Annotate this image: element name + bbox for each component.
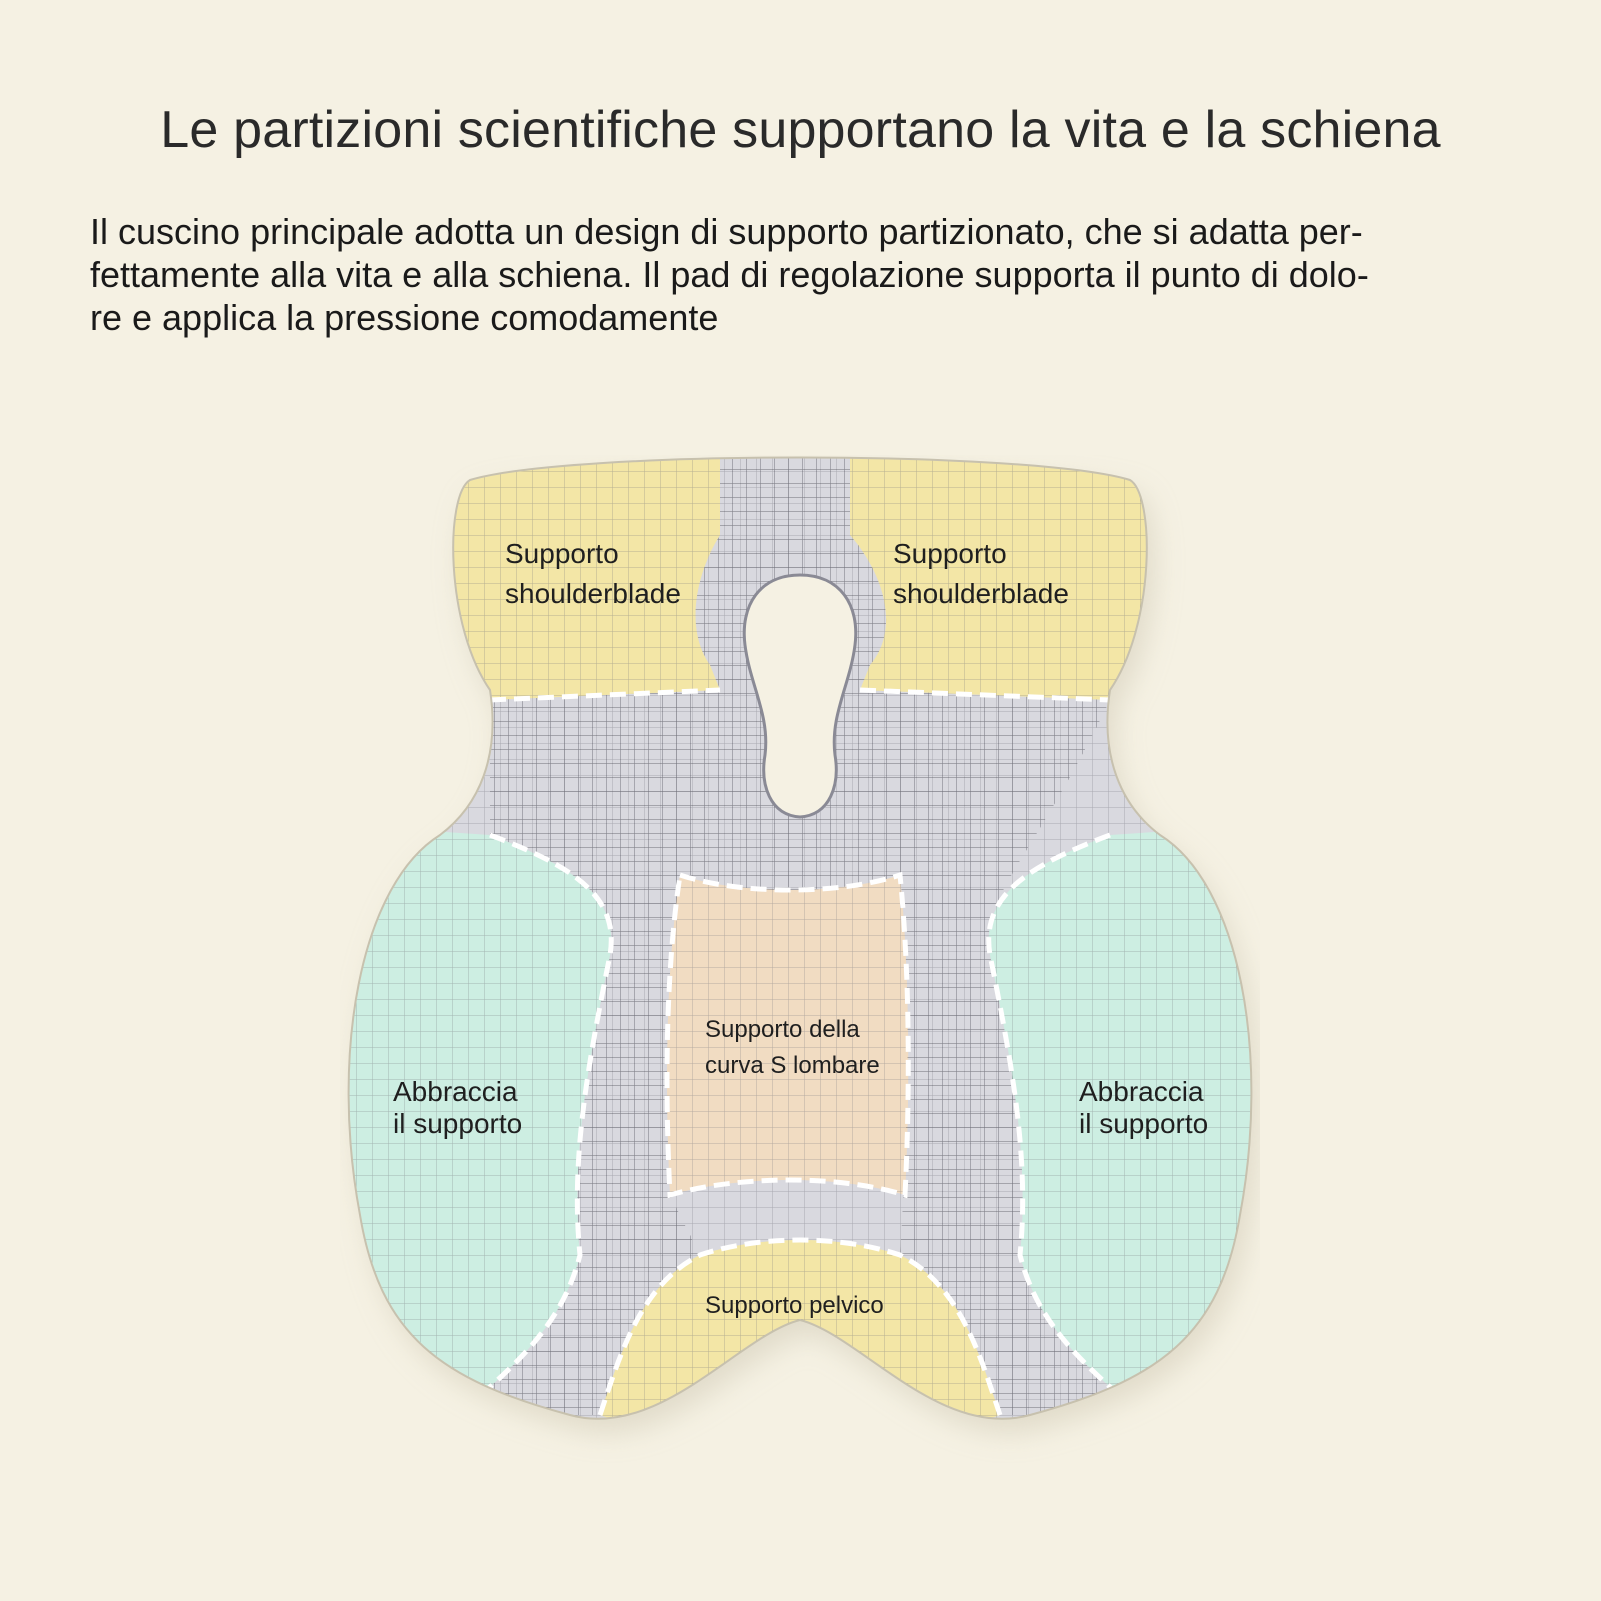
label-line: shoulderblade <box>505 578 681 609</box>
label-line: Abbraccia <box>1079 1076 1204 1107</box>
label-lumbar: Supporto della curva S lombare <box>705 1012 880 1084</box>
description-line: re e applica la pressione comodamente <box>90 297 719 338</box>
description-line: Il cuscino principale adotta un design d… <box>90 211 1363 252</box>
label-shoulder-right: Supporto shoulderblade <box>893 534 1069 614</box>
label-line: Supporto <box>893 538 1007 569</box>
description: Il cuscino principale adotta un design d… <box>90 210 1510 339</box>
label-line: shoulderblade <box>893 578 1069 609</box>
pillow-outline <box>347 456 1253 1420</box>
description-line: fettamente alla vita e alla schiena. Il … <box>90 254 1369 295</box>
zone-borders <box>458 687 1142 1417</box>
label-shoulder-left: Supporto shoulderblade <box>505 534 681 614</box>
neck-hole <box>742 573 858 819</box>
label-line: Supporto della <box>705 1016 860 1043</box>
label-line: Supporto <box>505 538 619 569</box>
label-hug-right: Abbraccia il supporto <box>1079 1076 1208 1140</box>
lumbar-pillow-illustration <box>347 456 1260 1433</box>
label-line: il supporto <box>393 1108 523 1139</box>
label-line: curva S lombare <box>705 1052 880 1079</box>
label-line: il supporto <box>1079 1108 1209 1139</box>
page-title: Le partizioni scientifiche supportano la… <box>160 101 1441 159</box>
label-line: Abbraccia <box>393 1076 518 1107</box>
label-pelvic: Supporto pelvico <box>705 1288 884 1324</box>
label-hug-left: Abbraccia il supporto <box>393 1076 522 1140</box>
label-line: Supporto pelvico <box>705 1292 884 1319</box>
